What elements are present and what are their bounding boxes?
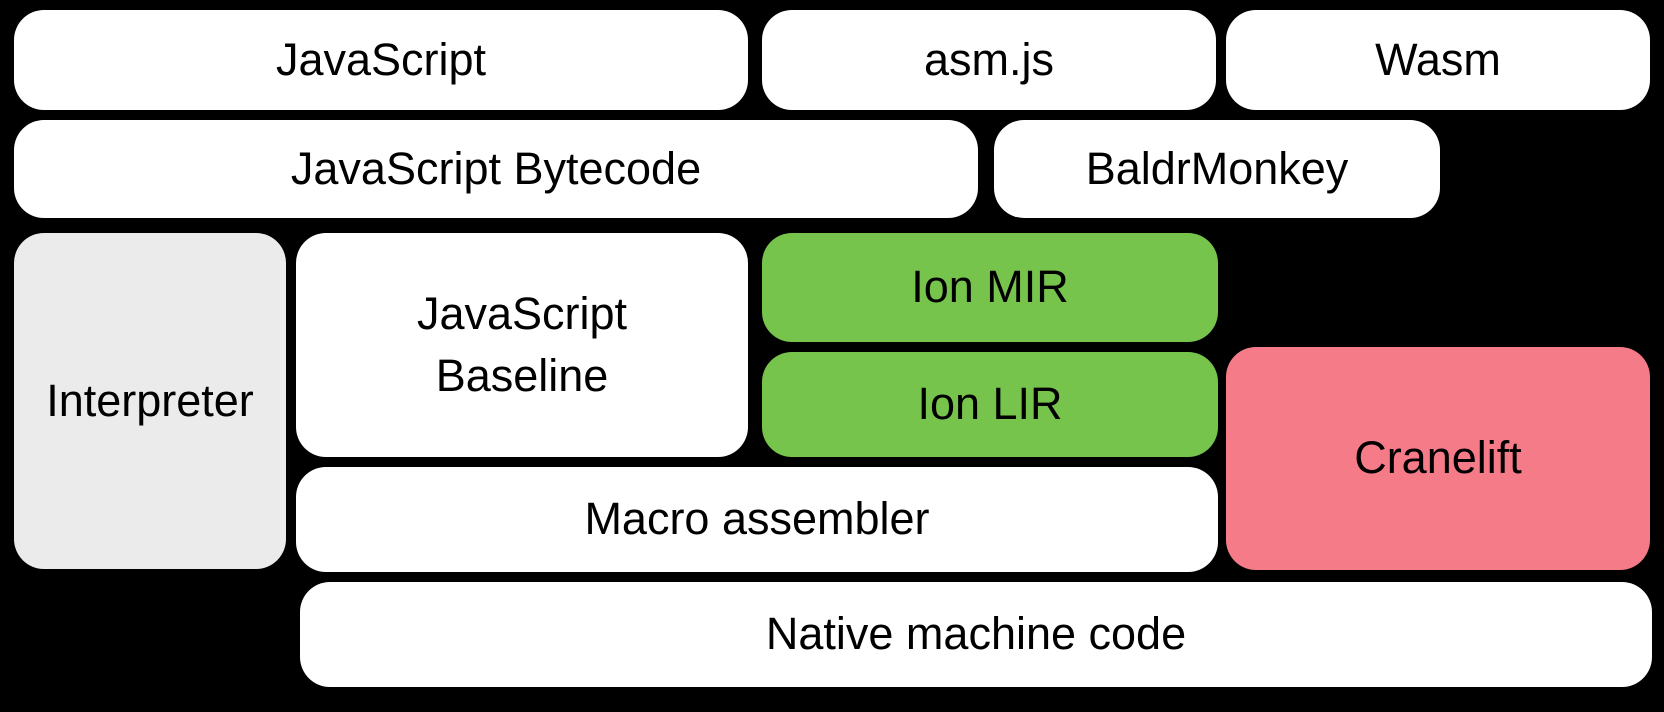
box-macro-assembler: Macro assembler — [296, 467, 1218, 572]
box-macro-assembler-label: Macro assembler — [584, 493, 930, 545]
box-javascript-baseline: JavaScript Baseline — [296, 233, 748, 457]
box-javascript-bytecode: JavaScript Bytecode — [14, 120, 978, 218]
box-wasm-label: Wasm — [1375, 33, 1501, 85]
box-ion-mir-label: Ion MIR — [911, 261, 1069, 313]
box-interpreter: Interpreter — [14, 233, 286, 569]
box-asmjs-label: asm.js — [923, 33, 1054, 85]
box-native-machine-code: Native machine code — [300, 582, 1652, 687]
box-javascript-bytecode-label: JavaScript Bytecode — [290, 142, 702, 194]
box-baldrmonkey-label: BaldrMonkey — [1085, 142, 1349, 194]
box-cranelift: Cranelift — [1226, 347, 1650, 570]
box-javascript-baseline-label: JavaScript Baseline — [416, 287, 628, 401]
box-javascript: JavaScript — [14, 10, 748, 110]
box-cranelift-label: Cranelift — [1354, 432, 1522, 484]
box-ion-lir: Ion LIR — [762, 352, 1218, 457]
box-asmjs: asm.js — [762, 10, 1216, 110]
box-interpreter-label: Interpreter — [46, 374, 254, 426]
box-native-machine-code-label: Native machine code — [765, 608, 1187, 660]
box-ion-mir: Ion MIR — [762, 233, 1218, 342]
box-ion-lir-label: Ion LIR — [917, 378, 1063, 430]
box-baldrmonkey: BaldrMonkey — [994, 120, 1440, 218]
box-javascript-label: JavaScript — [275, 33, 487, 85]
box-wasm: Wasm — [1226, 10, 1650, 110]
